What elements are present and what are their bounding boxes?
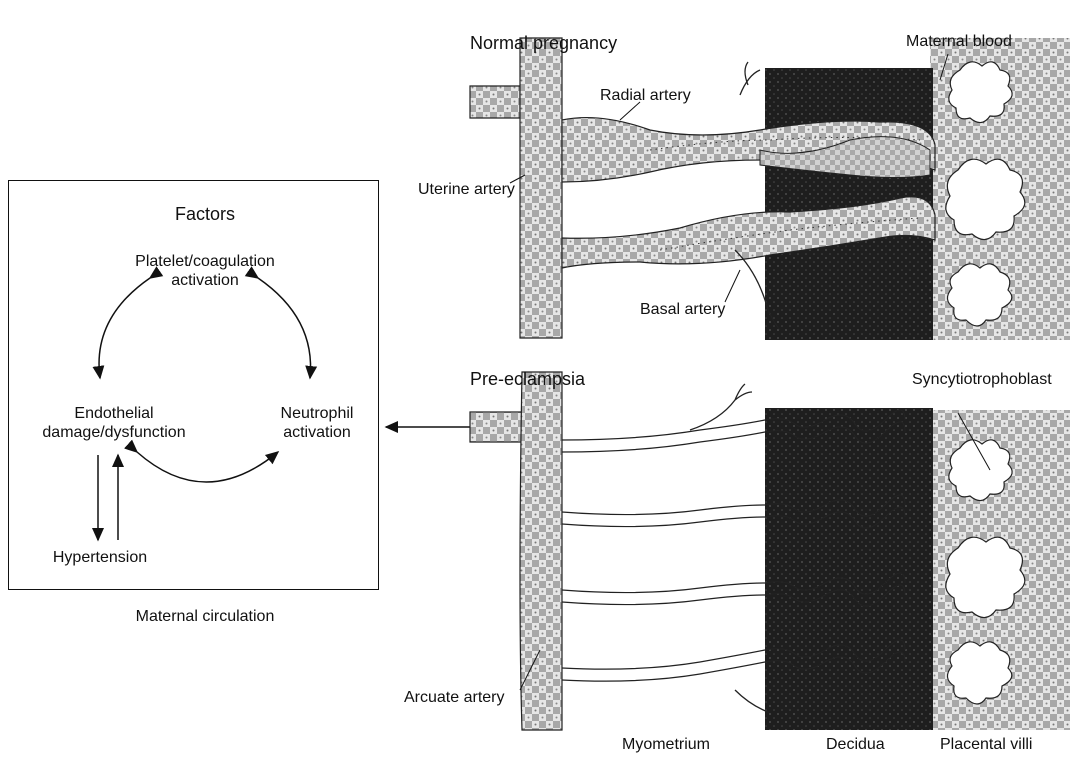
node-neutrophil-line1: Neutrophil [262,404,372,423]
pre-eclampsia-illustration [470,372,1070,730]
uterine-artery-label: Uterine artery [418,180,515,199]
placental-villi-label: Placental villi [940,735,1032,754]
uterine-artery [470,86,520,118]
arcuate-trunk-top [520,38,562,338]
node-endothelial: Endothelial damage/dysfunction [24,404,204,442]
node-endothelial-line1: Endothelial [24,404,204,423]
factors-box [8,180,379,590]
decidua-label: Decidua [826,735,885,754]
syncytiotrophoblast-label: Syncytiotrophoblast [912,370,1052,389]
node-platelet-line2: activation [110,271,300,290]
node-endothelial-line2: damage/dysfunction [24,423,204,442]
decidua-bottom [765,408,933,730]
node-neutrophil: Neutrophil activation [262,404,372,442]
node-neutrophil-line2: activation [262,423,372,442]
node-hypertension: Hypertension [40,548,160,567]
pre-eclampsia-title: Pre-eclampsia [470,370,585,389]
maternal-circulation-caption: Maternal circulation [110,607,300,626]
myometrium-label: Myometrium [622,735,710,754]
node-platelet: Platelet/coagulation activation [110,252,300,290]
node-platelet-line1: Platelet/coagulation [110,252,300,271]
normal-pregnancy-title: Normal pregnancy [470,34,617,53]
factors-title: Factors [140,205,270,224]
normal-pregnancy-illustration [470,38,1070,340]
placental-villus-4 [949,440,1012,501]
placental-villus-1 [949,62,1012,123]
radial-artery-label: Radial artery [600,86,691,105]
maternal-blood-label: Maternal blood [906,32,1012,51]
basal-artery-label: Basal artery [640,300,725,319]
arcuate-artery-label: Arcuate artery [404,688,504,707]
